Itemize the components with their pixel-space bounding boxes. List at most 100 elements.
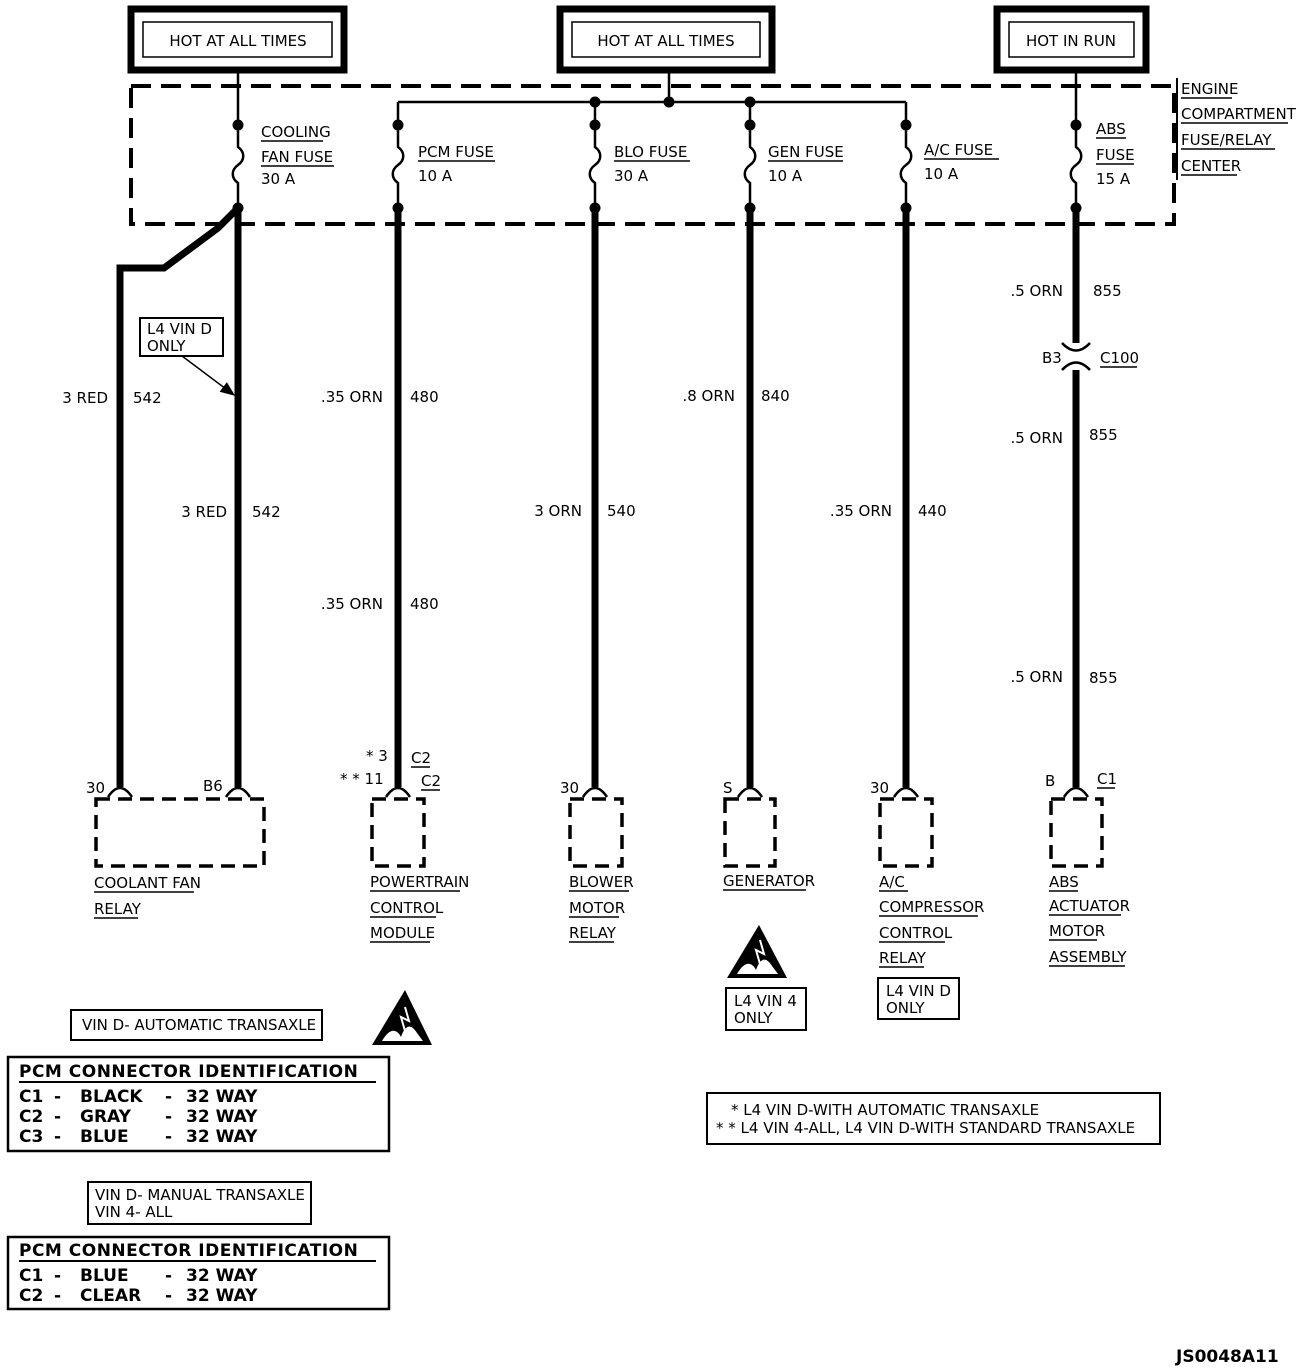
auto-row-1-ways: 32 WAY	[186, 1087, 258, 1107]
manual-connector-table: PCM CONNECTOR IDENTIFICATION C1 - BLUE -…	[6, 1235, 391, 1311]
pcm-fuse-rating: 10 A	[418, 167, 453, 185]
pin-blower-30: 30	[560, 779, 579, 797]
ac-relay-label: A/C COMPRESSOR CONTROL RELAY	[879, 873, 984, 968]
pin-abs-b: B	[1045, 772, 1055, 790]
auto-transaxle-title: VIN D- AUTOMATIC TRANSAXLE	[70, 1009, 323, 1041]
auto-row-3-ways: 32 WAY	[186, 1127, 258, 1147]
manual-table-header: PCM CONNECTOR IDENTIFICATION	[19, 1241, 358, 1261]
pcm-label-line2: CONTROL	[370, 899, 444, 917]
l4-vin-4-only-line1: L4 VIN 4	[734, 992, 797, 1010]
coolant-fan-relay-line2: RELAY	[94, 900, 142, 918]
ac-fuse-rating: 10 A	[924, 165, 959, 183]
gen-fuse-label: GEN FUSE 10 A	[768, 143, 844, 185]
wire-abs-3-color: .5 ORN	[1010, 668, 1063, 686]
manual-row-2-dash2: -	[165, 1286, 172, 1306]
l4-vin-4-only-line2: ONLY	[734, 1009, 773, 1027]
auto-row-2-ways: 32 WAY	[186, 1107, 258, 1127]
terminals	[106, 786, 1090, 798]
hot-at-all-times-center-box: HOT AT ALL TIMES	[556, 5, 776, 74]
ac-fuse-label: A/C FUSE 10 A	[924, 141, 999, 183]
callout-line1: L4 VIN D	[147, 320, 212, 338]
abs-motor-line4: ASSEMBLY	[1049, 948, 1127, 966]
coolant-fan-relay-line1: COOLANT FAN	[94, 874, 201, 892]
wire-pcm-top-circuit: 480	[410, 388, 439, 406]
pin-abs-c1: C1	[1097, 770, 1117, 788]
ac-relay-line4: RELAY	[879, 949, 927, 967]
pin-pcm-c2-b: C2	[421, 772, 441, 790]
cooling-fan-fuse-label: COOLING FAN FUSE 30 A	[261, 123, 334, 188]
wire-relay-left-color: 3 RED	[62, 389, 108, 407]
cooling-fan-fuse-rating: 30 A	[261, 170, 296, 188]
wire-ac-color: .35 ORN	[830, 502, 892, 520]
generator-box	[723, 797, 777, 868]
fuse-center-label-line4: CENTER	[1181, 157, 1241, 175]
cooling-fan-fuse-line2: FAN FUSE	[261, 148, 333, 166]
pcm-fuse-line1: PCM FUSE	[418, 143, 494, 161]
pcm-box	[370, 797, 426, 868]
manual-row-1-dash2: -	[165, 1266, 172, 1286]
ac-relay-line2: COMPRESSOR	[879, 898, 984, 916]
ac-relay-line3: CONTROL	[879, 924, 953, 942]
manual-row-2-ways: 32 WAY	[186, 1286, 258, 1306]
blower-label-line2: MOTOR	[569, 899, 625, 917]
wire-blower-color: 3 ORN	[534, 502, 582, 520]
l4-vin-d-only-ac-line1: L4 VIN D	[886, 982, 951, 1000]
pin-relay-30: 30	[86, 779, 105, 797]
wire-abs-2-color: .5 ORN	[1010, 429, 1063, 447]
cooling-fan-fuse-line1: COOLING	[261, 123, 331, 141]
wire-generator-color: .8 ORN	[682, 387, 735, 405]
auto-row-3-color: BLUE	[80, 1127, 129, 1147]
auto-row-2-color: GRAY	[80, 1107, 132, 1127]
pin-ac-30: 30	[870, 779, 889, 797]
pin-relay-b6: B6	[203, 777, 223, 795]
abs-fuse-label: ABS FUSE 15 A	[1096, 120, 1135, 188]
auto-row-3-dash2: -	[165, 1127, 172, 1147]
cooling-fan-fuse-symbol	[231, 119, 245, 214]
blower-motor-relay-label: BLOWER MOTOR RELAY	[569, 873, 634, 943]
l4-vin-d-only-callout: L4 VIN D ONLY	[139, 317, 236, 396]
connector-c100: B3 C100	[1042, 342, 1139, 371]
abs-fuse-symbol	[1069, 119, 1083, 214]
auto-row-2-dash: -	[54, 1107, 61, 1127]
legend-line1: * L4 VIN D-WITH AUTOMATIC TRANSAXLE	[731, 1101, 1039, 1119]
auto-row-2-conn: C2	[19, 1107, 43, 1127]
pin-labels: 30 B6 * 3 C2 * * 11 C2 30 S 30 B C1	[86, 747, 1117, 797]
manual-title-line1: VIN D- MANUAL TRANSAXLE	[95, 1186, 305, 1204]
l4-vin-d-only-ac-note: L4 VIN D ONLY	[877, 977, 960, 1020]
fuse-center-label-line3: FUSE/RELAY	[1181, 131, 1272, 149]
manual-row-1-dash: -	[54, 1266, 61, 1286]
legend-line2: * * L4 VIN 4-ALL, L4 VIN D-WITH STANDARD…	[716, 1119, 1135, 1137]
pin-gen-s: S	[723, 779, 733, 797]
abs-motor-line3: MOTOR	[1049, 922, 1105, 940]
splice-dots	[589, 96, 756, 108]
coolant-fan-relay-box	[94, 797, 266, 868]
feed-wiring	[236, 70, 1078, 125]
manual-row-1-color: BLUE	[80, 1266, 129, 1286]
wire-labels: 3 RED 542 3 RED 542 .35 ORN 480 .35 ORN …	[62, 282, 1121, 687]
header-hot-at-all-times-center: HOT AT ALL TIMES	[597, 32, 734, 50]
auto-transaxle-title-text: VIN D- AUTOMATIC TRANSAXLE	[82, 1016, 316, 1034]
auto-row-3-conn: C3	[19, 1127, 43, 1147]
wire-abs-3-circuit: 855	[1089, 669, 1118, 687]
header-hot-in-run: HOT IN RUN	[1026, 32, 1116, 50]
header-hot-at-all-times-left: HOT AT ALL TIMES	[169, 32, 306, 50]
pin-pcm-star11: * * 11	[340, 770, 384, 788]
wire-relay-right-circuit: 542	[252, 503, 281, 521]
gen-fuse-line1: GEN FUSE	[768, 143, 844, 161]
blo-fuse-line1: BLO FUSE	[614, 143, 687, 161]
manual-title-line2: VIN 4- ALL	[95, 1203, 173, 1221]
auto-table-header: PCM CONNECTOR IDENTIFICATION	[19, 1062, 358, 1082]
blo-fuse-rating: 30 A	[614, 167, 649, 185]
component-boxes	[94, 797, 1104, 868]
manual-row-2-color: CLEAR	[80, 1286, 141, 1306]
blo-fuse-label: BLO FUSE 30 A	[614, 143, 690, 185]
auto-row-1-conn: C1	[19, 1087, 43, 1107]
wire-pcm-bottom-circuit: 480	[410, 595, 439, 613]
fuse-relay-center-outline	[129, 84, 1176, 226]
pin-pcm-star3: * 3	[366, 747, 388, 765]
wire-pcm-bottom-color: .35 ORN	[321, 595, 383, 613]
manual-row-2-dash: -	[54, 1286, 61, 1306]
abs-fuse-line2: FUSE	[1096, 146, 1135, 164]
gen-fuse-rating: 10 A	[768, 167, 803, 185]
fuse-center-label-line1: ENGINE	[1181, 80, 1238, 98]
